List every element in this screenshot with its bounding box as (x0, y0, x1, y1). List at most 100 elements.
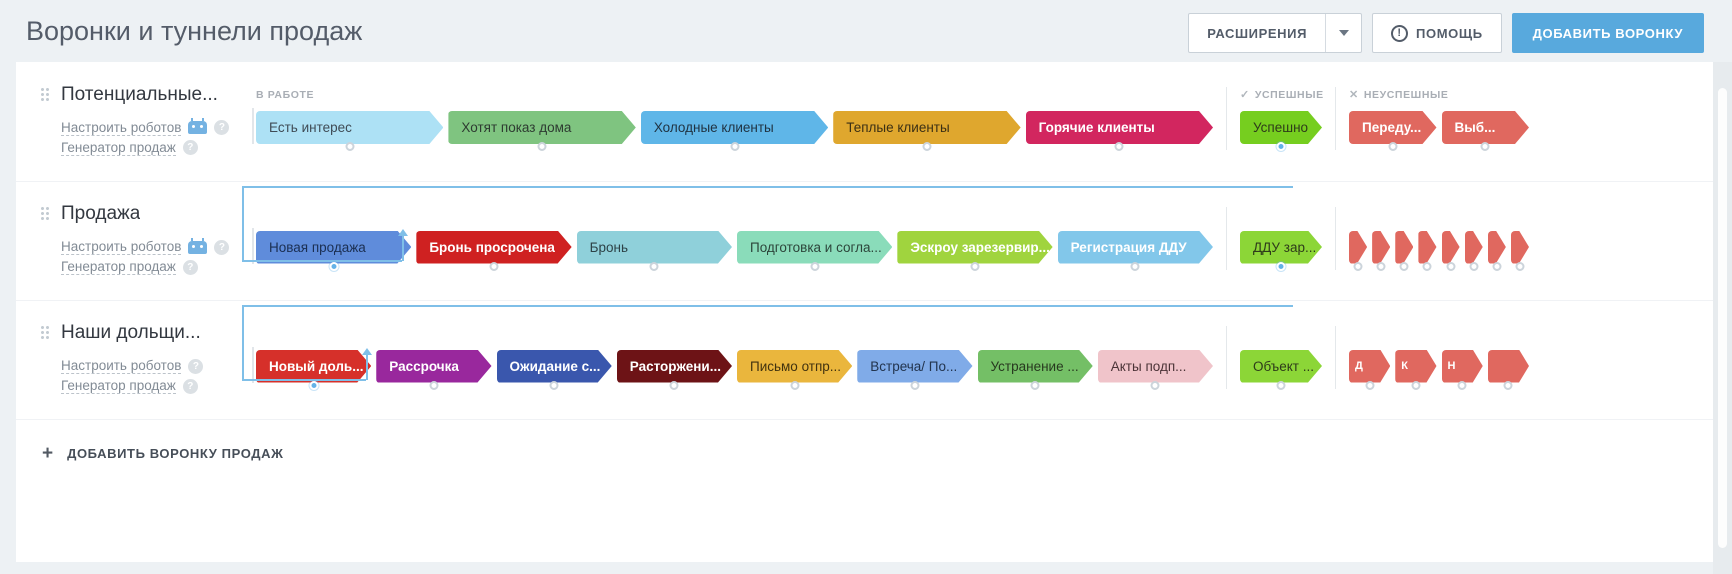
stage-connection-dot-active[interactable] (309, 380, 319, 390)
stage-connection-dot[interactable] (922, 142, 932, 151)
page-header: Воронки и туннели продаж РАСШИРЕНИЯ ! ПО… (0, 0, 1732, 62)
stage-connection-dot-active[interactable] (1276, 142, 1286, 151)
drag-handle-icon[interactable] (40, 206, 49, 222)
help-question-icon[interactable]: ? (182, 378, 198, 394)
funnel-stage[interactable]: Д (1349, 350, 1390, 390)
add-funnel-button[interactable]: ДОБАВИТЬ ВОРОНКУ (1511, 13, 1704, 53)
stage-connection-dot[interactable] (1492, 261, 1502, 271)
funnel-stage[interactable] (1349, 231, 1367, 271)
sales-generator-link[interactable]: Генератор продаж (61, 259, 176, 275)
funnel-stage[interactable]: Успешно (1240, 111, 1322, 151)
funnel-stage[interactable]: Н (1442, 350, 1483, 390)
stage-connection-dot[interactable] (1457, 380, 1467, 390)
funnel-stage[interactable]: Устранение ... (978, 350, 1093, 390)
funnel-stage[interactable]: Хотят показ дома (448, 111, 635, 151)
stage-connection-dot[interactable] (1503, 380, 1513, 390)
help-question-icon[interactable]: ? (214, 120, 230, 135)
configure-robots-link[interactable]: Настроить роботов (61, 119, 182, 136)
stage-connection-dot[interactable] (1515, 261, 1525, 271)
funnel-stage[interactable]: Расторжени... (617, 350, 732, 390)
stage-connection-dot[interactable] (1480, 142, 1490, 151)
funnel-stage[interactable] (1488, 231, 1506, 271)
stage-connection-dot[interactable] (489, 261, 499, 271)
help-question-icon[interactable]: ? (182, 140, 198, 155)
funnel-stage[interactable]: Ожидание с... (497, 350, 612, 390)
help-question-icon[interactable]: ? (214, 239, 230, 255)
funnel-stage[interactable]: Подготовка и согла... (737, 231, 892, 271)
stage-connection-dot-active[interactable] (1276, 261, 1286, 271)
funnel-title[interactable]: Наши дольщи... (61, 322, 201, 343)
funnel-stage[interactable]: Есть интерес (256, 111, 443, 151)
stage-connection-dot[interactable] (1130, 261, 1140, 271)
funnel-stage[interactable]: Бронь (577, 231, 732, 271)
sales-generator-link[interactable]: Генератор продаж (61, 139, 176, 156)
stage-connection-dot[interactable] (345, 142, 355, 151)
add-sales-funnel-link[interactable]: + ДОБАВИТЬ ВОРОНКУ ПРОДАЖ (42, 444, 283, 463)
stage-connection-dot[interactable] (1388, 142, 1398, 151)
funnel-stage[interactable] (1465, 231, 1483, 271)
funnel-stage[interactable] (1511, 231, 1529, 271)
funnel-stage[interactable]: Горячие клиенты (1026, 111, 1213, 151)
stage-connection-dot[interactable] (970, 261, 980, 271)
funnel-stage[interactable] (1418, 231, 1436, 271)
stage-connection-dot[interactable] (730, 142, 740, 151)
extensions-button[interactable]: РАСШИРЕНИЯ (1188, 13, 1363, 53)
stage-connection-dot[interactable] (429, 380, 439, 390)
funnel-stage[interactable]: Рассрочка (376, 350, 491, 390)
stage-connection-dot[interactable] (810, 261, 820, 271)
stage-shape: ДДУ зар... (1240, 231, 1322, 264)
stage-connection-dot[interactable] (669, 380, 679, 390)
stage-connection-dot[interactable] (790, 380, 800, 390)
funnel-stage[interactable] (1372, 231, 1390, 271)
funnel-stage[interactable] (1395, 231, 1413, 271)
funnel-title[interactable]: Продажа (61, 203, 141, 224)
stage-connection-dot[interactable] (910, 380, 920, 390)
stage-connection-dot[interactable] (1114, 142, 1124, 151)
configure-robots-link[interactable]: Настроить роботов (61, 358, 182, 374)
funnel-stage[interactable]: Теплые клиенты (833, 111, 1020, 151)
stage-connection-dot-active[interactable] (329, 261, 339, 271)
stage-connection-dot[interactable] (1469, 261, 1479, 271)
help-question-icon[interactable]: ? (188, 358, 204, 374)
funnel-stage[interactable]: Эскроу зарезервир... (897, 231, 1052, 271)
stage-connection-dot[interactable] (1399, 261, 1409, 271)
funnel-stage[interactable]: ДДУ зар... (1240, 231, 1322, 271)
drag-handle-icon[interactable] (40, 325, 49, 341)
stage-connection-dot[interactable] (549, 380, 559, 390)
funnel-stage[interactable]: Встреча/ По... (857, 350, 972, 390)
stage-connection-dot[interactable] (1365, 380, 1375, 390)
stage-connection-dot[interactable] (1030, 380, 1040, 390)
stage-connection-dot[interactable] (1422, 261, 1432, 271)
funnel-stage[interactable]: Переду... (1349, 111, 1437, 151)
funnel-stage[interactable]: Письмо отпр... (737, 350, 852, 390)
funnel-stage[interactable]: Объект ... (1240, 350, 1322, 390)
stage-shape: Хотят показ дома (448, 111, 635, 144)
funnel-stage[interactable]: Новая продажа (256, 231, 411, 271)
funnel-title[interactable]: Потенциальные... (61, 83, 218, 105)
funnel-stage[interactable]: Новый доль... (256, 350, 371, 390)
funnel-stage[interactable]: Акты подп... (1098, 350, 1213, 390)
funnel-stage[interactable]: Выб... (1442, 111, 1530, 151)
funnel-stage[interactable]: К (1395, 350, 1436, 390)
stage-connection-dot[interactable] (1446, 261, 1456, 271)
extensions-dropdown-toggle[interactable] (1325, 14, 1361, 52)
stage-connection-dot[interactable] (537, 142, 547, 151)
stage-connection-dot[interactable] (1150, 380, 1160, 390)
funnel-stage[interactable] (1442, 231, 1460, 271)
sales-generator-link[interactable]: Генератор продаж (61, 378, 176, 394)
funnel-stage[interactable] (1488, 350, 1529, 390)
stage-connection-dot[interactable] (1376, 261, 1386, 271)
scrollbar-thumb[interactable] (1718, 88, 1727, 548)
funnel-stage[interactable]: Холодные клиенты (641, 111, 828, 151)
funnel-stage[interactable]: Регистрация ДДУ (1058, 231, 1213, 271)
stage-connection-dot[interactable] (1353, 261, 1363, 271)
help-button[interactable]: ! ПОМОЩЬ (1372, 13, 1502, 53)
configure-robots-link[interactable]: Настроить роботов (61, 239, 182, 255)
funnel-stage[interactable]: Бронь просрочена (416, 231, 571, 271)
stage-connection-dot[interactable] (649, 261, 659, 271)
stage-label: Успешно (1253, 120, 1309, 135)
drag-handle-icon[interactable] (40, 86, 49, 103)
stage-connection-dot[interactable] (1411, 380, 1421, 390)
help-question-icon[interactable]: ? (182, 259, 198, 275)
stage-connection-dot[interactable] (1276, 380, 1286, 390)
